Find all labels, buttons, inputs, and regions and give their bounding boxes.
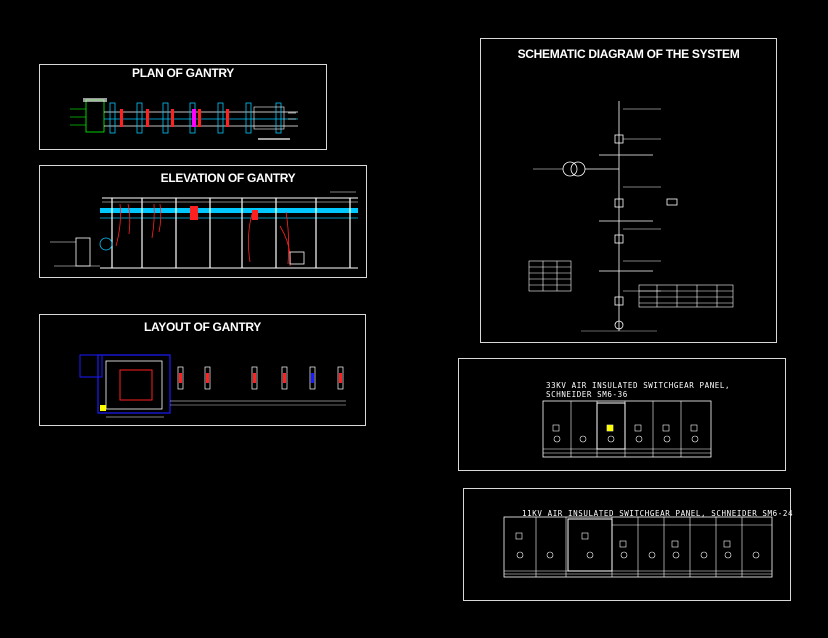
- schematic-diagram-panel: SCHEMATIC DIAGRAM OF THE SYSTEM: [480, 38, 777, 343]
- switchgear-33kv-drawing: [542, 400, 712, 458]
- plan-of-gantry-panel: PLAN OF GANTRY: [39, 64, 327, 150]
- plan-of-gantry-title: PLAN OF GANTRY: [131, 66, 235, 80]
- elevation-of-gantry-drawing: [50, 191, 358, 269]
- switchgear-11kv-panel: 11KV AIR INSULATED SWITCHGEAR PANEL, SCH…: [463, 488, 794, 601]
- layout-of-gantry-title: LAYOUT OF GANTRY: [144, 320, 261, 334]
- switchgear-33kv-title-line2: SCHNEIDER SM6-36: [546, 390, 628, 399]
- elevation-of-gantry-title: ELEVATION OF GANTRY: [160, 171, 296, 185]
- switchgear-11kv-drawing: [503, 516, 773, 578]
- layout-of-gantry-drawing: [79, 354, 346, 418]
- switchgear-33kv-title-line1: 33KV AIR INSULATED SWITCHGEAR PANEL,: [546, 381, 731, 390]
- plan-of-gantry-drawing: [70, 98, 298, 140]
- layout-of-gantry-panel: LAYOUT OF GANTRY: [39, 314, 366, 426]
- schematic-diagram-drawing: [528, 101, 734, 332]
- switchgear-33kv-panel: 33KV AIR INSULATED SWITCHGEAR PANEL, SCH…: [458, 358, 786, 471]
- switchgear-11kv-title: 11KV AIR INSULATED SWITCHGEAR PANEL, SCH…: [522, 509, 794, 518]
- elevation-of-gantry-panel: ELEVATION OF GANTRY: [39, 165, 367, 278]
- schematic-diagram-title: SCHEMATIC DIAGRAM OF THE SYSTEM: [517, 47, 740, 61]
